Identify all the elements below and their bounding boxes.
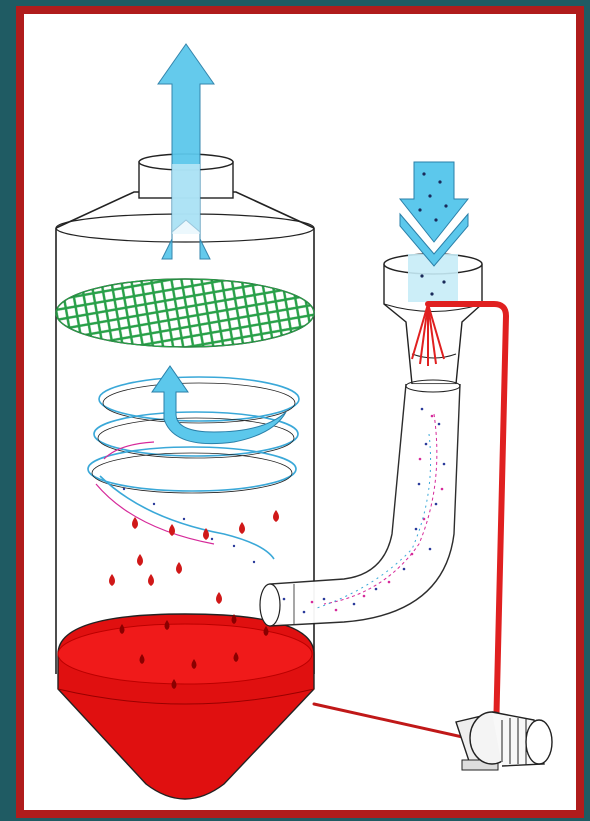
scrubber-diagram [24,14,576,810]
exhaust-arrow-icon [158,44,214,259]
diagram-frame [16,6,584,818]
cyclone-swirl [88,377,299,559]
falling-droplets [109,510,279,604]
pump-icon [456,712,552,770]
mist-eliminator [56,279,314,347]
liquid-sump [58,614,314,799]
